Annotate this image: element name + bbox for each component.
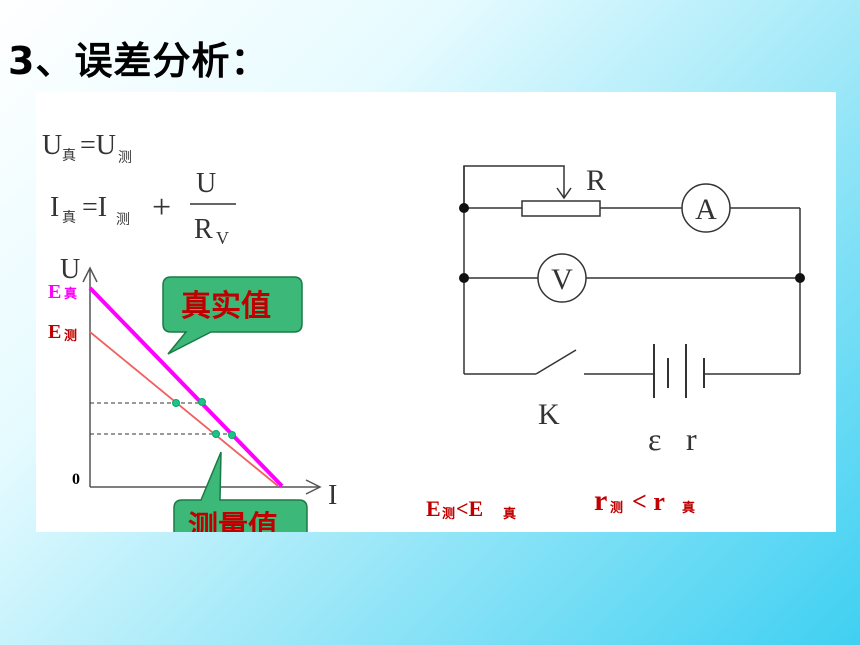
eq2-lhs: I (50, 192, 59, 223)
conclusion-r-op: < r (632, 487, 665, 516)
eq2-lhs-sub: 真 (62, 210, 76, 226)
conclusion-emf-a-sub: 测 (442, 506, 455, 522)
callout-true-value: 真实值 (162, 276, 303, 355)
measured-value-line (89, 331, 279, 487)
e-true-label: E (48, 281, 61, 303)
e-true-sub: 真 (64, 286, 77, 302)
true-value-line (88, 286, 284, 488)
conclusion-r-a: r (594, 484, 607, 517)
page-title: 3、误差分析： (8, 39, 270, 83)
data-point (198, 398, 206, 406)
conclusion-resistance: r 测 < r 真 (594, 484, 695, 517)
graph: U I 0 E 真 E 测 真实 (48, 254, 337, 532)
callout-bubble (162, 276, 303, 355)
conclusion-r-b-sub: 真 (682, 500, 695, 516)
conclusion-emf-a: E (426, 496, 441, 521)
e-meas-sub: 测 (64, 328, 77, 344)
data-point (172, 399, 180, 407)
data-point (212, 430, 220, 438)
callout-true-text: 真实值 (181, 289, 271, 324)
junction-dot (459, 273, 469, 283)
eq2-numerator: U (196, 168, 216, 199)
callout-measured-value: 测量值 (173, 451, 308, 532)
x-axis-label: I (328, 480, 337, 511)
switch-symbol (535, 349, 577, 375)
y-axis-label: U (60, 254, 80, 285)
conclusion-emf: E 测 <E 真 (426, 496, 516, 522)
eq1-lhs: U (42, 130, 62, 161)
callout-measured-text: 测量值 (188, 510, 278, 532)
e-meas-label: E (48, 321, 61, 343)
resistor-symbol (521, 200, 601, 217)
origin-label: 0 (72, 471, 80, 488)
data-point (228, 431, 236, 439)
eq2-denominator: R (194, 214, 213, 245)
eq2-rhs-sub: 测 (116, 212, 130, 228)
resistor-label: R (586, 164, 606, 197)
slider-arrow-icon (556, 187, 572, 200)
junction-dot (459, 203, 469, 213)
internal-resistance-label: r (686, 421, 697, 457)
conclusion-emf-op: <E (456, 496, 483, 521)
conclusion-emf-b-sub: 真 (503, 506, 516, 522)
junction-dot (795, 273, 805, 283)
eq1-rhs-sub: 测 (118, 150, 132, 166)
eq2-plus: + (152, 189, 171, 226)
content-panel: U 真 =U 测 I 真 =I 测 + U R V U I 0 E (36, 92, 836, 532)
eq1-lhs-sub: 真 (62, 148, 76, 164)
y-axis-arrow-icon (82, 266, 98, 283)
emf-label: ε (648, 421, 661, 457)
voltmeter-label: V (551, 263, 573, 296)
x-axis-arrow-icon (305, 479, 322, 495)
equation-1: U 真 =U 测 (42, 130, 132, 166)
eq2-denominator-sub: V (216, 228, 229, 248)
eq2-rhs: =I (82, 192, 107, 223)
ammeter-label: A (695, 193, 717, 226)
equation-2: I 真 =I 测 + U R V (50, 168, 236, 248)
callout-bubble (173, 451, 308, 532)
diagram-svg: U 真 =U 测 I 真 =I 测 + U R V U I 0 E (42, 130, 805, 532)
circuit-diagram (463, 165, 801, 398)
eq1-rhs: =U (80, 130, 116, 161)
conclusion-r-a-sub: 测 (610, 500, 623, 516)
switch-label: K (538, 398, 560, 431)
